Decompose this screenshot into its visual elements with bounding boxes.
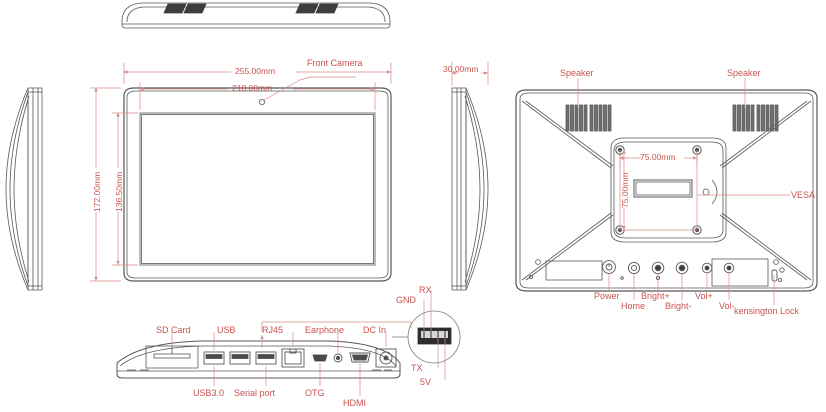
- dim-thickness: 30.00mm: [443, 64, 479, 74]
- label-brightness-down-button: Bright-: [665, 301, 692, 311]
- right-side-profile-view: [451, 87, 489, 291]
- label-hdmi-port: HDMI: [343, 398, 366, 408]
- bottom-io-edge-view: [116, 340, 401, 379]
- dim-front-outer-width: 255.00mm: [235, 66, 276, 76]
- dim-vesa-vertical: 75.00mm: [620, 172, 630, 208]
- left-side-profile-view: [5, 87, 43, 291]
- callout-kensington-lock: kensington Lock: [734, 306, 800, 316]
- serial-port-pinout-detail: [392, 310, 461, 364]
- label-pin-tx: TX: [411, 363, 423, 373]
- label-usb-port: USB: [217, 325, 236, 335]
- top-edge-view: [121, 2, 391, 29]
- label-rj45-port: RJ45: [262, 325, 284, 335]
- label-pin-5v: 5V: [420, 377, 432, 387]
- label-volume-up-button: Vol+: [695, 291, 713, 301]
- label-sd-card-port: SD Card: [156, 325, 191, 335]
- callout-vesa: VESA: [791, 190, 816, 200]
- label-power-button: Power: [594, 291, 620, 301]
- callout-front-camera: Front Camera: [307, 58, 363, 68]
- dim-front-active-height: 136.50mm: [114, 171, 124, 212]
- callout-speaker-right: Speaker: [727, 68, 761, 78]
- label-earphone-port: Earphone: [305, 325, 345, 335]
- front-view: [123, 87, 392, 282]
- label-otg-port: OTG: [305, 388, 325, 398]
- dim-front-outer-height: 172.00mm: [92, 171, 102, 212]
- label-pin-rx: RX: [419, 285, 432, 295]
- dim-vesa-horizontal: 75.00mm: [640, 152, 676, 162]
- back-view: [515, 89, 818, 292]
- dim-front-active-width: 218.00mm: [232, 83, 273, 93]
- label-usb3-port: USB3.0: [193, 388, 225, 398]
- label-volume-down-button: Vol-: [719, 301, 735, 311]
- label-home-button: Home: [621, 301, 646, 311]
- label-serial-port: Serial port: [234, 388, 276, 398]
- label-brightness-up-button: Bright+: [641, 291, 670, 301]
- label-pin-gnd: GND: [396, 295, 416, 305]
- label-dc-in-port: DC In: [363, 325, 387, 335]
- callout-speaker-left: Speaker: [560, 68, 594, 78]
